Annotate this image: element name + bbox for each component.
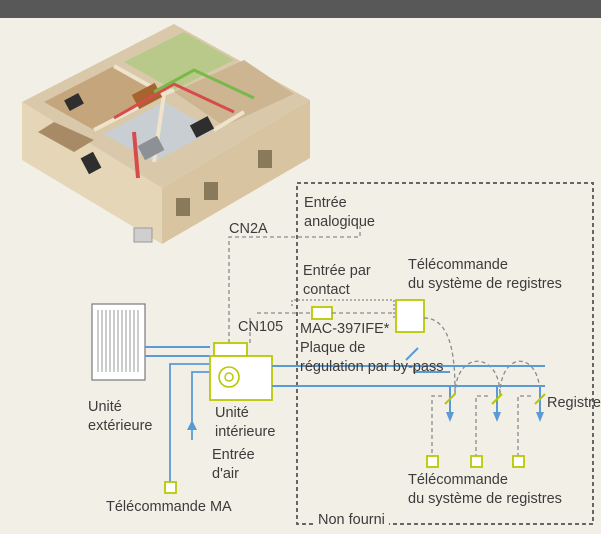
label-entree-analogique: Entrée analogique [304, 195, 375, 230]
label-telecommande-ma: Télécommande MA [106, 499, 232, 515]
label-non-fourni: Non fourni [314, 511, 389, 530]
mac-397-box [395, 299, 425, 333]
label-cn105: CN105 [238, 319, 284, 335]
label-unite-interieure: Unité intérieure [215, 405, 276, 440]
house-illustration [22, 24, 310, 244]
cn2a-line [228, 226, 361, 343]
non-fourni-frame [296, 182, 594, 525]
label-entree-contact: Entrée par contact [303, 263, 371, 298]
label-registre: Registre [547, 395, 601, 411]
indoor-unit [209, 342, 273, 401]
ma-remote-box [164, 481, 177, 494]
header-bar [0, 0, 601, 18]
label-cn2a: CN2A [229, 221, 268, 237]
analog-dotted-line [291, 299, 395, 320]
damper-branches [440, 385, 541, 412]
damper-remote-2 [470, 455, 483, 468]
label-plaque: Plaque de régulation par by-pass [300, 340, 444, 375]
label-mac-397: MAC-397IFE* [300, 321, 390, 337]
damper-remote-3 [512, 455, 525, 468]
damper-remote-1 [426, 455, 439, 468]
label-unite-exterieure: Unité extérieure [88, 399, 153, 434]
label-telecommande-registres-top: Télécommande du système de registres [408, 257, 562, 292]
contact-input-box [311, 306, 333, 320]
label-entree-air: Entrée d'air [212, 447, 255, 482]
label-telecommande-registres-bottom: Télécommande du système de registres [408, 472, 562, 507]
outdoor-unit [91, 303, 146, 381]
